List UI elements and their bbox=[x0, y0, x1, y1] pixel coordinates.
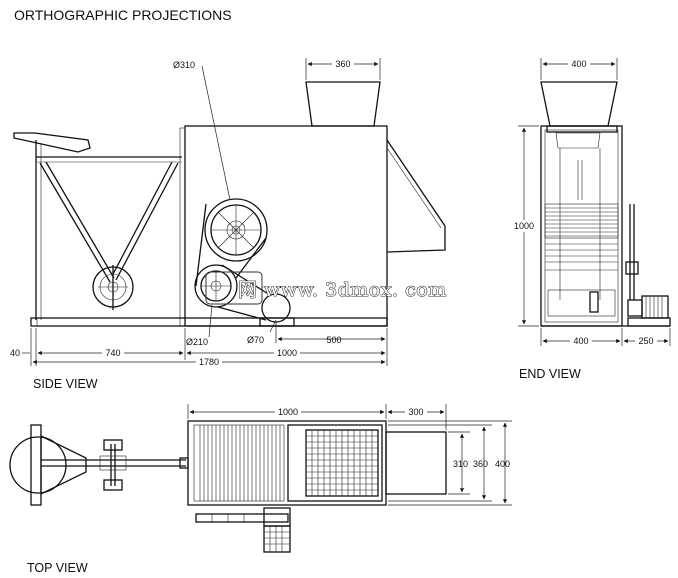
watermark-cjk: 网 bbox=[238, 279, 258, 301]
top-outer-width-dim: 400 bbox=[495, 459, 510, 469]
end-view-label: END VIEW bbox=[519, 367, 581, 381]
end-hopper-dim: 400 bbox=[571, 59, 586, 69]
top-outlet-dim: 300 bbox=[408, 407, 423, 417]
top-motor bbox=[263, 525, 291, 553]
side-hopper bbox=[305, 81, 381, 127]
side-view-label: SIDE VIEW bbox=[33, 377, 98, 391]
top-pedal-right bbox=[103, 479, 123, 491]
total-length-dim: 1780 bbox=[199, 357, 219, 367]
bicycle-seat bbox=[13, 132, 91, 153]
end-main-frame bbox=[540, 125, 623, 327]
drawing-title: ORTHOGRAPHIC PROJECTIONS bbox=[14, 7, 232, 23]
offset-dim: 40 bbox=[10, 348, 20, 358]
box-length-dim: 1000 bbox=[277, 348, 297, 358]
end-motor-dim: 250 bbox=[638, 336, 653, 346]
side-outlet-chute bbox=[386, 139, 446, 253]
medium-pulley bbox=[194, 264, 238, 308]
large-pulley-dim: Ø310 bbox=[173, 60, 195, 70]
watermark: 网 www. 3dmox. com bbox=[205, 271, 447, 305]
end-height-dim: 1000 bbox=[514, 221, 534, 231]
end-screen-mesh bbox=[544, 203, 619, 239]
top-main-box bbox=[187, 420, 387, 506]
large-pulley bbox=[204, 198, 268, 262]
top-seat-circle bbox=[9, 436, 67, 494]
watermark-text: www. 3dmox. com bbox=[264, 279, 447, 301]
end-base-dim: 400 bbox=[573, 336, 588, 346]
side-view: Ø310 Ø210 Ø70 360 500 40 740 1000 1780 S… bbox=[10, 58, 446, 391]
end-view: 400 1000 400 250 END VIEW bbox=[512, 58, 671, 381]
top-inner-width-dim: 310 bbox=[453, 459, 468, 469]
top-mid-width-dim: 360 bbox=[473, 459, 488, 469]
top-box-length-dim: 1000 bbox=[278, 407, 298, 417]
top-outlet bbox=[385, 431, 447, 495]
motor-offset-dim: 500 bbox=[326, 335, 341, 345]
top-pedal-left bbox=[103, 439, 123, 451]
medium-pulley-dim: Ø210 bbox=[186, 337, 208, 347]
small-pulley-dim: Ø70 bbox=[247, 335, 264, 345]
side-base-rail bbox=[30, 317, 388, 327]
side-hopper-dim: 360 bbox=[335, 59, 350, 69]
end-hopper bbox=[540, 81, 618, 127]
top-view: 1000 300 310 360 400 TOP VIEW bbox=[9, 404, 512, 575]
top-view-label: TOP VIEW bbox=[27, 561, 88, 575]
frame-length-dim: 740 bbox=[105, 348, 120, 358]
